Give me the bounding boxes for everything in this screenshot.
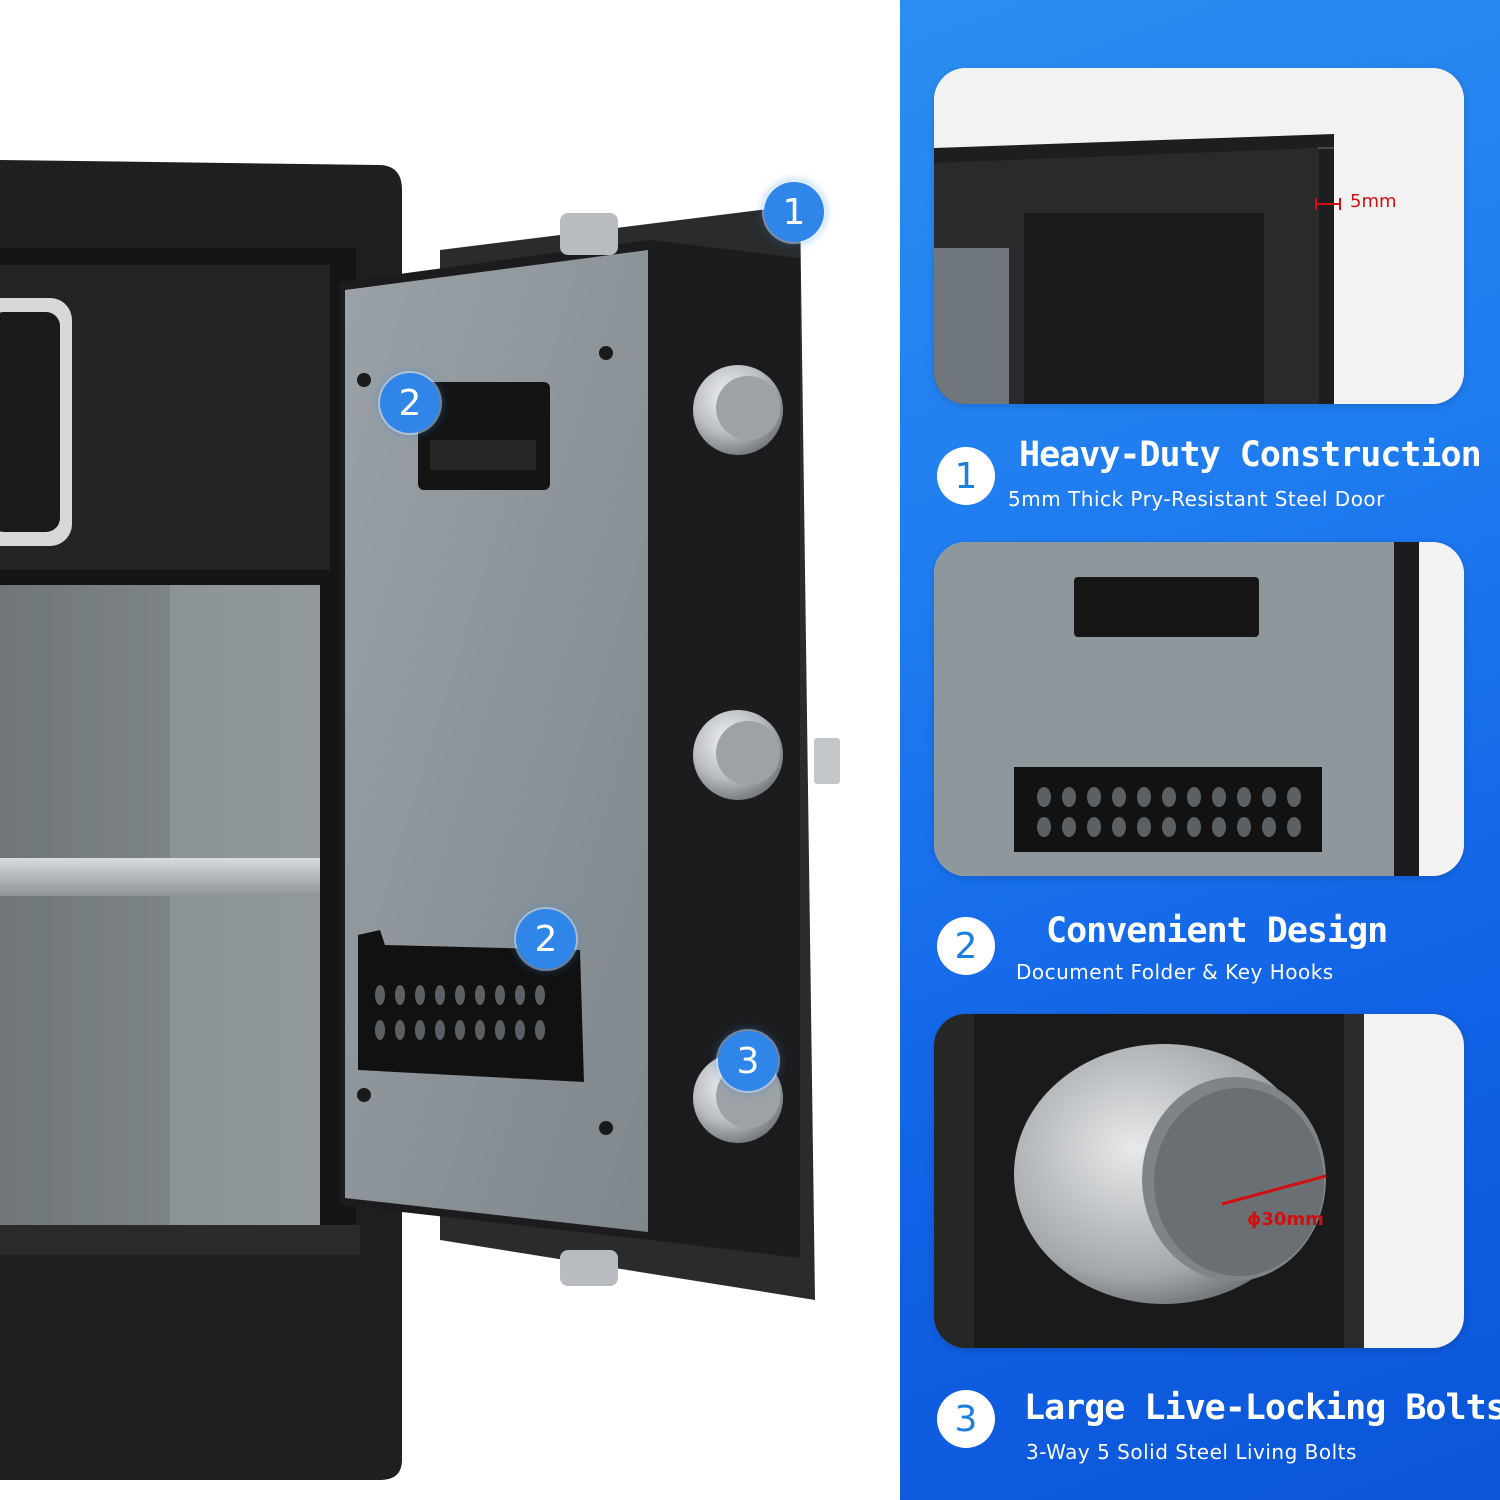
measure-diameter-label: ɸ30mm	[1247, 1209, 1324, 1230]
feature-2-number: 2	[937, 917, 995, 975]
bolt-closeup	[934, 1014, 1464, 1348]
feature-2-subtitle: Document Folder & Key Hooks	[1016, 960, 1334, 984]
measure-bracket-icon	[1315, 198, 1341, 210]
callout-3: 3	[718, 1031, 778, 1091]
product-photo: 1 2 2 3	[0, 160, 840, 1480]
feature-2-title: Convenient Design	[1046, 911, 1388, 951]
feature-3-number: 3	[937, 1390, 995, 1448]
callout-1: 1	[764, 182, 824, 242]
measure-5mm	[1314, 196, 1344, 216]
diameter-line-icon	[1221, 1174, 1327, 1206]
feature-1-image: 5mm	[934, 68, 1464, 404]
safe-illustration	[0, 160, 840, 1480]
feature-3-subtitle: 3-Way 5 Solid Steel Living Bolts	[1026, 1440, 1357, 1464]
folder-and-hooks-closeup	[934, 542, 1464, 876]
callout-2-key-hooks: 2	[380, 373, 440, 433]
feature-1-number: 1	[937, 447, 995, 505]
feature-1-subtitle: 5mm Thick Pry-Resistant Steel Door	[1008, 487, 1385, 511]
door-thickness-closeup	[934, 68, 1464, 404]
feature-3-image: ɸ30mm	[934, 1014, 1464, 1348]
measure-5mm-label: 5mm	[1350, 191, 1397, 212]
callout-2-document-folder: 2	[516, 909, 576, 969]
feature-3-title: Large Live-Locking Bolts	[1024, 1388, 1500, 1428]
feature-2-image	[934, 542, 1464, 876]
measure-diameter	[1216, 1170, 1332, 1214]
feature-1-title: Heavy-Duty Construction	[1019, 435, 1482, 475]
